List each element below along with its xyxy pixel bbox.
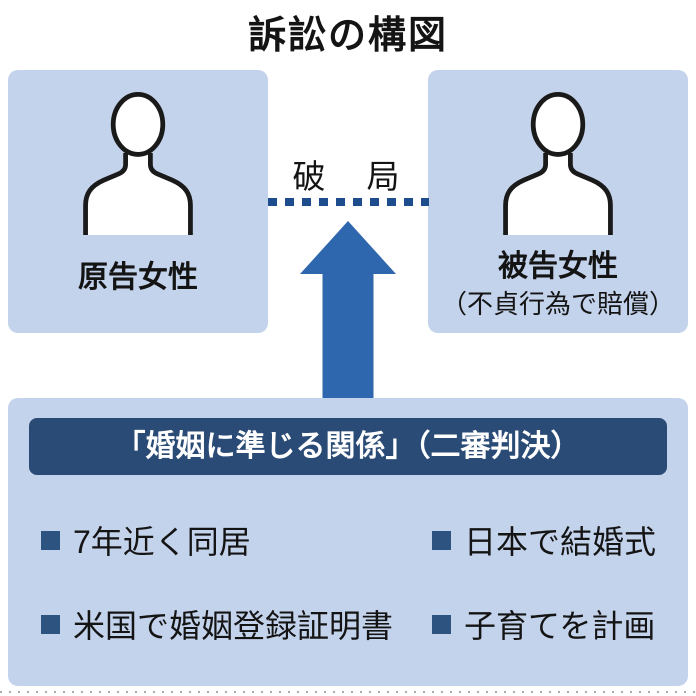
breakup-label: 破 局 (292, 158, 404, 195)
ruling-headline: 「婚姻に準じる関係」（二審判決） (29, 418, 667, 475)
fact-label: 米国で婚姻登録証明書 (73, 608, 394, 644)
up-arrow-icon (300, 221, 396, 398)
defendant-panel: 被告女性 （不貞行為で賠償） (428, 70, 688, 333)
defendant-label: 被告女性 (498, 250, 618, 283)
breakup-dashed-line-icon (268, 198, 429, 206)
fact-item: 米国で婚姻登録証明書 (41, 604, 393, 644)
fact-item: 7年近く同居 (41, 520, 251, 560)
bottom-dotted-divider (0, 691, 696, 693)
plaintiff-label: 原告女性 (78, 261, 198, 294)
fact-item: 日本で結婚式 (432, 520, 656, 560)
fact-item: 子育てを計画 (432, 604, 655, 644)
bullet-square-icon (432, 530, 451, 550)
fact-label: 7年近く同居 (73, 524, 251, 560)
plaintiff-panel: 原告女性 (8, 70, 268, 333)
bullet-square-icon (432, 614, 451, 634)
person-icon (83, 92, 193, 235)
fact-label: 子育てを計画 (464, 608, 656, 644)
bullet-square-icon (41, 530, 60, 550)
defendant-note: （不貞行為で賠償） (440, 289, 675, 319)
person-icon (503, 92, 613, 235)
page-title: 訴訟の構図 (247, 15, 448, 57)
ruling-panel: 「婚姻に準じる関係」（二審判決） 7年近く同居 日本で結婚式 米国で婚姻登録証明… (8, 398, 688, 686)
fact-label: 日本で結婚式 (464, 524, 657, 560)
bullet-square-icon (41, 614, 60, 634)
